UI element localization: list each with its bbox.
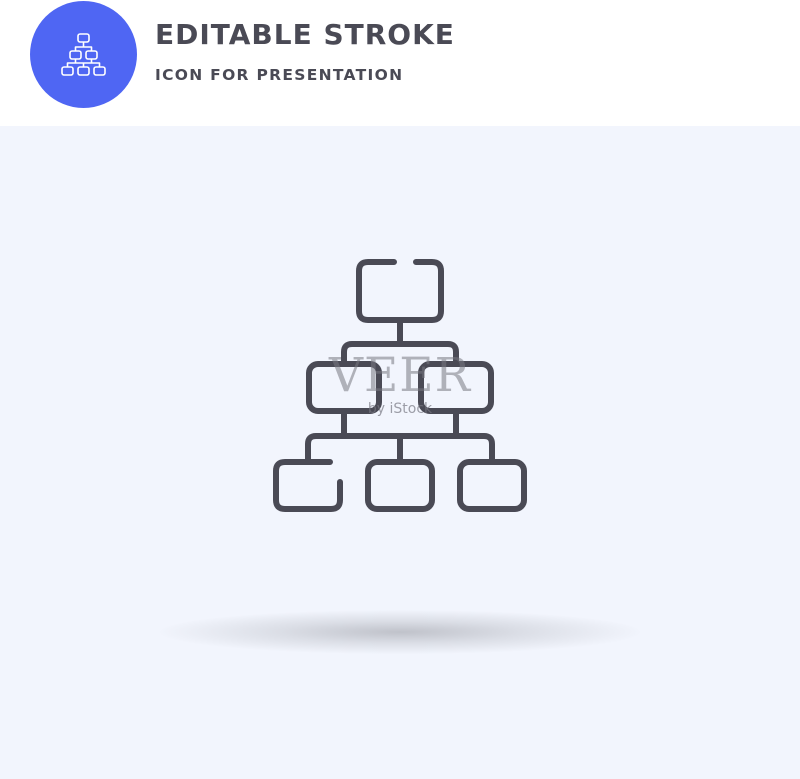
icon-shadow <box>160 610 640 654</box>
page-title: EDITABLE STROKE <box>155 18 455 51</box>
header: EDITABLE STROKE ICON FOR PRESENTATION <box>0 0 800 126</box>
hierarchy-icon <box>273 259 527 512</box>
page-subtitle: ICON FOR PRESENTATION <box>155 66 404 84</box>
hierarchy-icon <box>61 33 106 76</box>
icon-badge <box>30 1 137 108</box>
icon-stage: VEER by iStock <box>0 126 800 779</box>
